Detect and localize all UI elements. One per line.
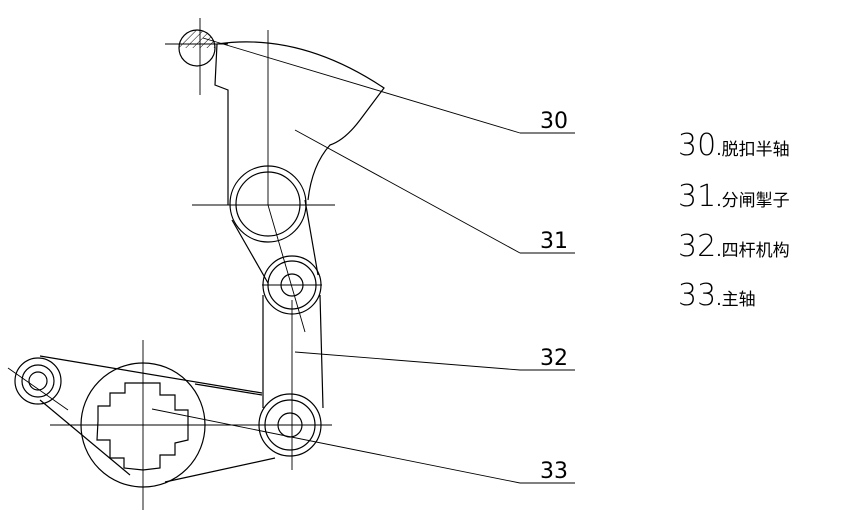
- four-bar-link-upper: [231, 199, 319, 333]
- legend-item-33: 33.主轴: [678, 278, 756, 313]
- main-shaft-crank: [39, 355, 276, 483]
- legend-number: 32: [678, 229, 716, 264]
- legend-label: 脱扣半轴: [722, 140, 790, 160]
- legend-separator: .: [716, 290, 721, 310]
- leader-lines: [151, 37, 575, 484]
- legend-item-31: 31.分闸掣子: [678, 179, 790, 214]
- callout-31: 31: [540, 229, 568, 254]
- legend-label: 分闸掣子: [722, 191, 790, 211]
- legend-separator: .: [716, 241, 721, 261]
- left-pivot: [7, 357, 69, 411]
- legend-item-32: 32.四杆机构: [678, 229, 790, 264]
- main-shaft: [50, 340, 260, 510]
- four-bar-link-lower: [262, 294, 324, 470]
- legend-label: 四杆机构: [722, 241, 790, 261]
- lower-pivot: [248, 393, 332, 457]
- legend: 30.脱扣半轴 31.分闸掣子 32.四杆机构 33.主轴: [678, 128, 790, 313]
- trip-latch: [192, 30, 385, 206]
- legend-number: 33: [678, 278, 716, 313]
- legend-number: 30: [678, 128, 716, 163]
- trip-half-shaft: [165, 18, 228, 95]
- callout-30: 30: [540, 109, 568, 134]
- callout-33: 33: [540, 459, 568, 484]
- legend-label: 主轴: [722, 290, 756, 310]
- legend-item-30: 30.脱扣半轴: [678, 128, 790, 163]
- legend-separator: .: [716, 140, 721, 160]
- callout-32: 32: [540, 346, 568, 371]
- legend-number: 31: [678, 179, 716, 214]
- legend-separator: .: [716, 191, 721, 211]
